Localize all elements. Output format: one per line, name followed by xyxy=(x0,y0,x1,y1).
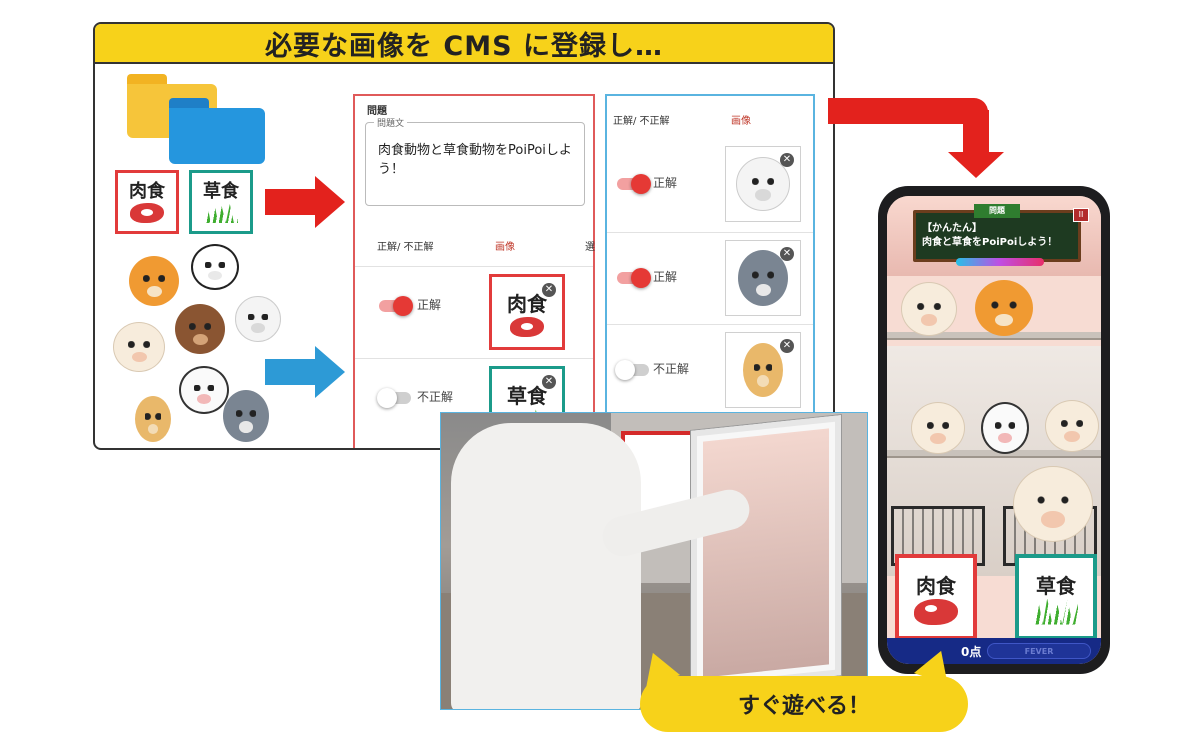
question-text: 肉食動物と草食動物をPoiPoiしよう！ xyxy=(378,143,572,177)
rabbit-icon xyxy=(743,343,783,397)
pause-button[interactable]: II xyxy=(1073,208,1089,222)
bear-icon xyxy=(175,304,225,354)
person xyxy=(451,423,641,709)
tiger-icon[interactable] xyxy=(975,280,1033,336)
close-icon[interactable]: ✕ xyxy=(542,283,556,297)
meat-tag-label: 肉食 xyxy=(129,181,165,202)
correct-toggle[interactable] xyxy=(617,174,651,194)
board-difficulty: 【かんたん】 xyxy=(922,223,982,234)
grass-icon xyxy=(204,203,238,223)
correct-toggle[interactable] xyxy=(615,360,649,380)
meat-icon xyxy=(510,316,544,337)
score-bar: 0点 FEVER xyxy=(887,638,1101,664)
meat-drop-card[interactable]: 肉食 xyxy=(895,554,977,640)
question-form: 問題 問題文 肉食動物と草食動物をPoiPoiしよう！ 正解/ 不正解 画像 選… xyxy=(353,94,595,448)
sheep-icon[interactable] xyxy=(901,282,957,336)
image-slot[interactable]: ✕ xyxy=(725,146,801,222)
rabbit-icon xyxy=(135,396,171,442)
sheep-icon[interactable] xyxy=(911,402,965,454)
image-slot[interactable]: ✕ xyxy=(725,240,801,316)
image-slot[interactable]: ✕ xyxy=(725,332,801,408)
fever-gauge: FEVER xyxy=(987,643,1091,659)
field-legend: 問題文 xyxy=(374,116,408,129)
meat-card-label: 肉食 xyxy=(916,573,956,598)
tiger-icon xyxy=(129,256,179,306)
panda-icon xyxy=(191,244,239,290)
kiosk-display xyxy=(691,415,841,691)
column-correct-header: 正解/ 不正解 xyxy=(613,116,670,127)
question-board: 問題 【かんたん】 肉食と草食をPoiPoiしよう！ xyxy=(913,204,1081,266)
time-gauge xyxy=(956,258,1044,266)
sheep-icon xyxy=(113,322,165,372)
grass-icon xyxy=(1034,598,1078,625)
score-text: 0点 xyxy=(961,645,982,659)
game-header: 問題 【かんたん】 肉食と草食をPoiPoiしよう！ II xyxy=(887,196,1101,276)
correct-toggle[interactable] xyxy=(377,388,411,408)
cms-heading: 必要な画像を CMS に登録し… xyxy=(95,24,833,64)
image-tag-label: 肉食 xyxy=(507,291,547,316)
meat-icon xyxy=(130,203,164,223)
toggle-state-label: 不正解 xyxy=(417,390,454,404)
grass-tag-label: 草食 xyxy=(203,181,239,202)
column-correct-header: 正解/ 不正解 xyxy=(377,242,434,253)
close-icon[interactable]: ✕ xyxy=(780,339,794,353)
correct-toggle[interactable] xyxy=(379,296,413,316)
column-image-header: 画像 xyxy=(495,242,515,253)
game-screen: 問題 【かんたん】 肉食と草食をPoiPoiしよう！ II 肉食 草食 0点 xyxy=(887,196,1101,664)
toggle-state-label: 不正解 xyxy=(653,362,690,376)
grass-drop-card[interactable]: 草食 xyxy=(1015,554,1097,640)
column-image-header: 画像 xyxy=(731,116,751,127)
polar-bear-icon xyxy=(235,296,281,342)
wolf-icon xyxy=(738,250,788,306)
meat-icon xyxy=(914,598,958,625)
board-title: 問題 xyxy=(974,204,1020,218)
meat-tag-card: 肉食 xyxy=(115,170,179,234)
grass-card-label: 草食 xyxy=(1036,573,1076,598)
close-icon[interactable]: ✕ xyxy=(780,247,794,261)
correct-toggle[interactable] xyxy=(617,268,651,288)
wolf-icon xyxy=(223,390,269,442)
column-extra-header: 選 xyxy=(585,242,595,253)
cow-icon xyxy=(179,366,229,414)
cms-panel: 必要な画像を CMS に登録し… 肉食 草食 問題 問題文 肉食動物と草食動物を… xyxy=(93,22,835,450)
grass-tag-card: 草食 xyxy=(189,170,253,234)
shelf xyxy=(887,332,1101,338)
toggle-state-label: 正解 xyxy=(653,176,678,190)
blue-arrow-icon xyxy=(265,346,345,398)
close-icon[interactable]: ✕ xyxy=(542,375,556,389)
shelf xyxy=(887,450,1101,456)
sheep-icon[interactable] xyxy=(1045,400,1099,452)
red-arrow-icon xyxy=(265,176,345,228)
question-text-field[interactable]: 問題文 肉食動物と草食動物をPoiPoiしよう！ xyxy=(365,116,585,206)
image-slot[interactable]: 肉食 ✕ xyxy=(489,274,565,350)
callout-bubble: すぐ遊べる！ xyxy=(640,676,968,732)
section-label: 問題 xyxy=(367,106,387,117)
smartphone: 問題 【かんたん】 肉食と草食をPoiPoiしよう！ II 肉食 草食 0点 xyxy=(878,186,1110,674)
toggle-state-label: 正解 xyxy=(417,298,442,312)
close-icon[interactable]: ✕ xyxy=(780,153,794,167)
image-tag-label: 草食 xyxy=(507,383,547,408)
animal-list-form: 正解/ 不正解 画像 正解 ✕ 正解 ✕ 不正解 ✕ xyxy=(605,94,815,434)
folder-icon xyxy=(169,98,265,164)
cow-icon[interactable] xyxy=(981,402,1029,454)
sheep-icon[interactable] xyxy=(1013,466,1093,542)
board-question: 肉食と草食をPoiPoiしよう！ xyxy=(922,237,1058,248)
kiosk-photo xyxy=(440,412,868,710)
toggle-state-label: 正解 xyxy=(653,270,678,284)
polar-bear-icon xyxy=(736,157,790,211)
